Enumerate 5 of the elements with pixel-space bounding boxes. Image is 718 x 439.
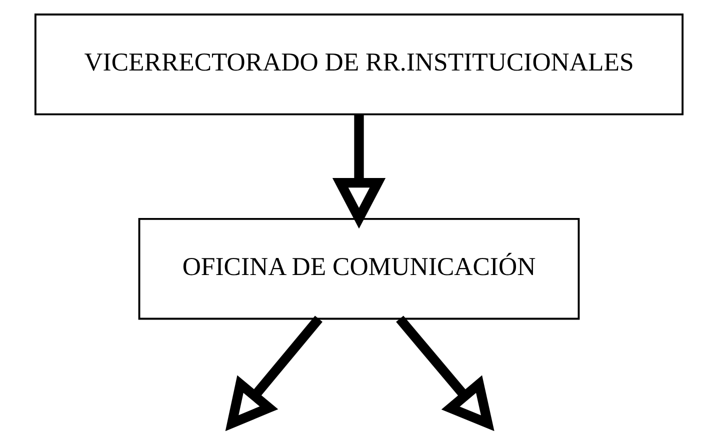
node-box: OFICINA DE COMUNICACIÓN [138, 218, 580, 320]
arrow [225, 316, 322, 431]
arrow [332, 114, 386, 229]
node-box: VICERRECTORADO DE RR.INSTITUCIONALES [34, 14, 684, 116]
arrow [396, 316, 494, 431]
